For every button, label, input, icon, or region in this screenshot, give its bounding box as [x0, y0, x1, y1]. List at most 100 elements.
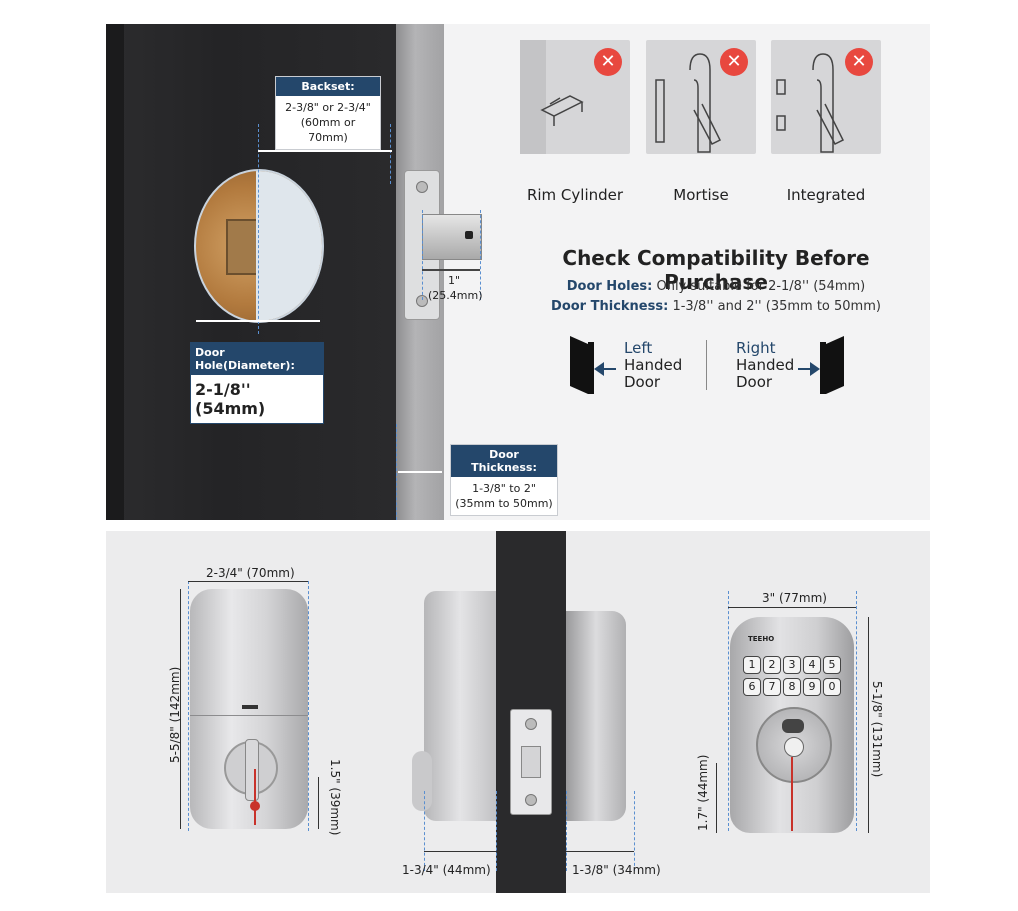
hole-diameter-arrow [196, 320, 320, 322]
backset-label: Backset: 2-3/8" or 2-3/4" (60mm or 70mm) [275, 76, 381, 150]
latch-arrow [422, 269, 480, 271]
door-thickness-line1: 1-3/8" to 2" [472, 482, 536, 495]
keypad-key[interactable]: 9 [803, 678, 821, 696]
rim-cylinder-thumb: ✕ [520, 40, 630, 154]
latch-guide-left [422, 210, 423, 300]
latch-guide-right [480, 210, 481, 300]
latch-dim-line2: (25.4mm) [428, 289, 483, 302]
backset-guide-left [258, 124, 259, 334]
not-compatible-icon: ✕ [594, 48, 622, 76]
door-frame [106, 24, 124, 520]
keypad-key[interactable]: 4 [803, 656, 821, 674]
interior-width-label: 2-3/4" (70mm) [206, 566, 295, 580]
backset-arrow [258, 150, 392, 152]
integrated-icon [776, 53, 845, 153]
door-thickness-label: Door Thickness: 1-3/8" to 2" (35mm to 50… [450, 444, 558, 516]
keypad-key[interactable]: 0 [823, 678, 841, 696]
left-handed-l3: Door [624, 373, 661, 391]
door-thickness-title: Door Thickness: [451, 445, 557, 477]
side-guide-4 [634, 791, 635, 871]
interior-center-marker [254, 769, 256, 825]
keypad-key[interactable]: 2 [763, 656, 781, 674]
latch-dim-line1: 1" [448, 274, 461, 287]
exterior-low-arrow [716, 763, 717, 833]
side-right-arrow [566, 851, 634, 852]
door-holes-value: Only suitable for 2-1/8'' (54mm) [652, 279, 866, 294]
left-handed-l1: Left [624, 339, 653, 357]
door-thickness-key: Door Thickness: [551, 299, 669, 314]
interior-low-label: 1.5" (39mm) [328, 759, 342, 836]
thickness-guide-left [396, 424, 397, 520]
compatibility-panel: Backset: 2-3/8" or 2-3/4" (60mm or 70mm)… [106, 24, 930, 520]
door-thickness-line2: (35mm to 50mm) [455, 497, 553, 510]
left-handed-door-label: Left Handed Door [624, 340, 682, 391]
compatibility-heading: Check Compatibility Before Purchase [562, 246, 870, 294]
keypad-key[interactable]: 7 [763, 678, 781, 696]
door-holes-note: Door Holes: Only suitable for 2-1/8'' (5… [516, 279, 916, 294]
side-faceplate [510, 709, 552, 815]
exterior-width-arrow [728, 607, 856, 608]
side-thumbturn [412, 751, 432, 811]
keyhole-icon [784, 737, 804, 757]
integrated-label: Integrated [786, 186, 866, 204]
door-thickness-note: Door Thickness: 1-3/8'' and 2'' (35mm to… [516, 299, 916, 314]
backset-title: Backset: [276, 77, 380, 96]
mortise-label: Mortise [673, 186, 729, 204]
dimensions-panel: 2-3/4" (70mm) 5-5/8" (142mm) 1.5" (39mm)… [106, 531, 930, 893]
right-handed-door-icon [798, 336, 844, 394]
backset-line2: (60mm or 70mm) [300, 116, 356, 144]
left-handed-l2: Handed [624, 356, 683, 374]
interior-unit [190, 589, 308, 829]
hole-cutaway [256, 171, 322, 321]
side-left-label: 1-3/4" (44mm) [402, 863, 491, 877]
thickness-arrow [398, 471, 442, 473]
exterior-low-label: 1.7" (44mm) [696, 754, 710, 831]
right-handed-l2: Handed [736, 356, 795, 374]
right-handed-l3: Door [736, 373, 773, 391]
exterior-center-marker [791, 757, 793, 831]
interior-width-arrow [188, 581, 308, 582]
keypad-key[interactable]: 1 [743, 656, 761, 674]
door-hole-title: Door Hole(Diameter): [191, 343, 323, 375]
handed-divider [706, 340, 707, 390]
backset-guide-right [390, 124, 391, 184]
door-hole-illustration [194, 169, 324, 323]
keypad-key[interactable]: 5 [823, 656, 841, 674]
side-guide-3 [566, 791, 567, 871]
keypad-key[interactable]: 3 [783, 656, 801, 674]
door-thickness-value: 1-3/8'' and 2'' (35mm to 50mm) [668, 299, 881, 314]
side-right-label: 1-3/8" (34mm) [572, 863, 661, 877]
brand-logo: TEEHO [748, 635, 775, 643]
side-left-arrow [424, 851, 496, 852]
interior-low-arrow [318, 777, 319, 829]
keypad-key[interactable]: 6 [743, 678, 761, 696]
interior-guide-right [308, 581, 309, 831]
door-hole-label: Door Hole(Diameter): 2-1/8'' (54mm) [190, 342, 324, 424]
exterior-height-arrow [868, 617, 869, 833]
interior-height-arrow [180, 589, 181, 829]
interior-guide-left [188, 581, 189, 831]
integrated-thumb: ✕ [771, 40, 881, 154]
rim-cylinder-icon [520, 40, 584, 154]
rim-cylinder-label: Rim Cylinder [526, 186, 624, 204]
mortise-icon [655, 53, 722, 153]
exterior-guide-right [856, 591, 857, 831]
side-interior-unit [424, 591, 496, 821]
side-guide-1 [424, 791, 425, 871]
latch-bolt [422, 214, 482, 260]
exterior-guide-left [728, 591, 729, 831]
door-holes-key: Door Holes: [566, 279, 653, 294]
door-hole-value: 2-1/8'' (54mm) [195, 380, 266, 418]
thumbturn [224, 739, 278, 801]
right-handed-l1: Right [736, 339, 776, 357]
right-handed-door-label: Right Handed Door [736, 340, 794, 391]
keypad-key[interactable]: 8 [783, 678, 801, 696]
not-compatible-icon: ✕ [845, 48, 873, 76]
exterior-height-label: 5-1/8" (131mm) [870, 681, 884, 778]
mortise-thumb: ✕ [646, 40, 756, 154]
backset-line1: 2-3/8" or 2-3/4" [285, 101, 371, 114]
not-compatible-icon: ✕ [720, 48, 748, 76]
fingerprint-sensor [782, 719, 804, 733]
